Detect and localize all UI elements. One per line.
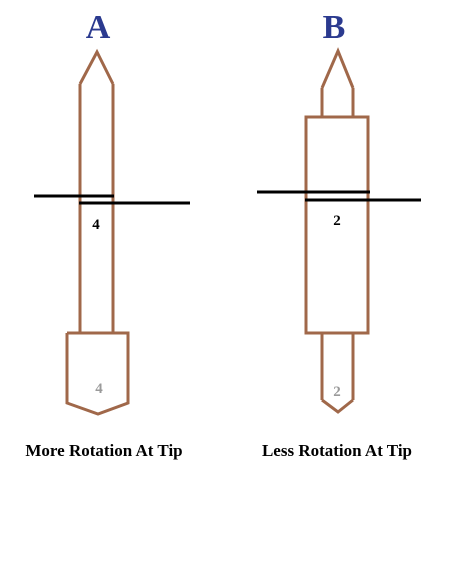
diagram-a-bottom-block bbox=[65, 331, 130, 416]
diagram-b: B 2 2 Less Rotation At Tip bbox=[257, 9, 421, 460]
diagram-a-title: A bbox=[86, 9, 111, 46]
diagram-a-lower-label: 4 bbox=[95, 381, 103, 397]
diagram-a-tip bbox=[78, 48, 115, 85]
diagram-a-upper-label: 4 bbox=[92, 217, 100, 233]
diagram-b-tip bbox=[320, 47, 355, 89]
diagram-b-stem-point bbox=[321, 398, 354, 414]
diagram-a: A 4 4 More Rotation At Tip bbox=[25, 9, 190, 460]
diagram-b-lower-label: 2 bbox=[333, 384, 341, 400]
diagram-b-title: B bbox=[323, 9, 346, 46]
diagram-b-caption: Less Rotation At Tip bbox=[262, 441, 412, 460]
diagram-b-body bbox=[304, 115, 370, 335]
diagram-a-caption: More Rotation At Tip bbox=[25, 441, 182, 460]
diagram-b-upper-label: 2 bbox=[333, 213, 341, 229]
